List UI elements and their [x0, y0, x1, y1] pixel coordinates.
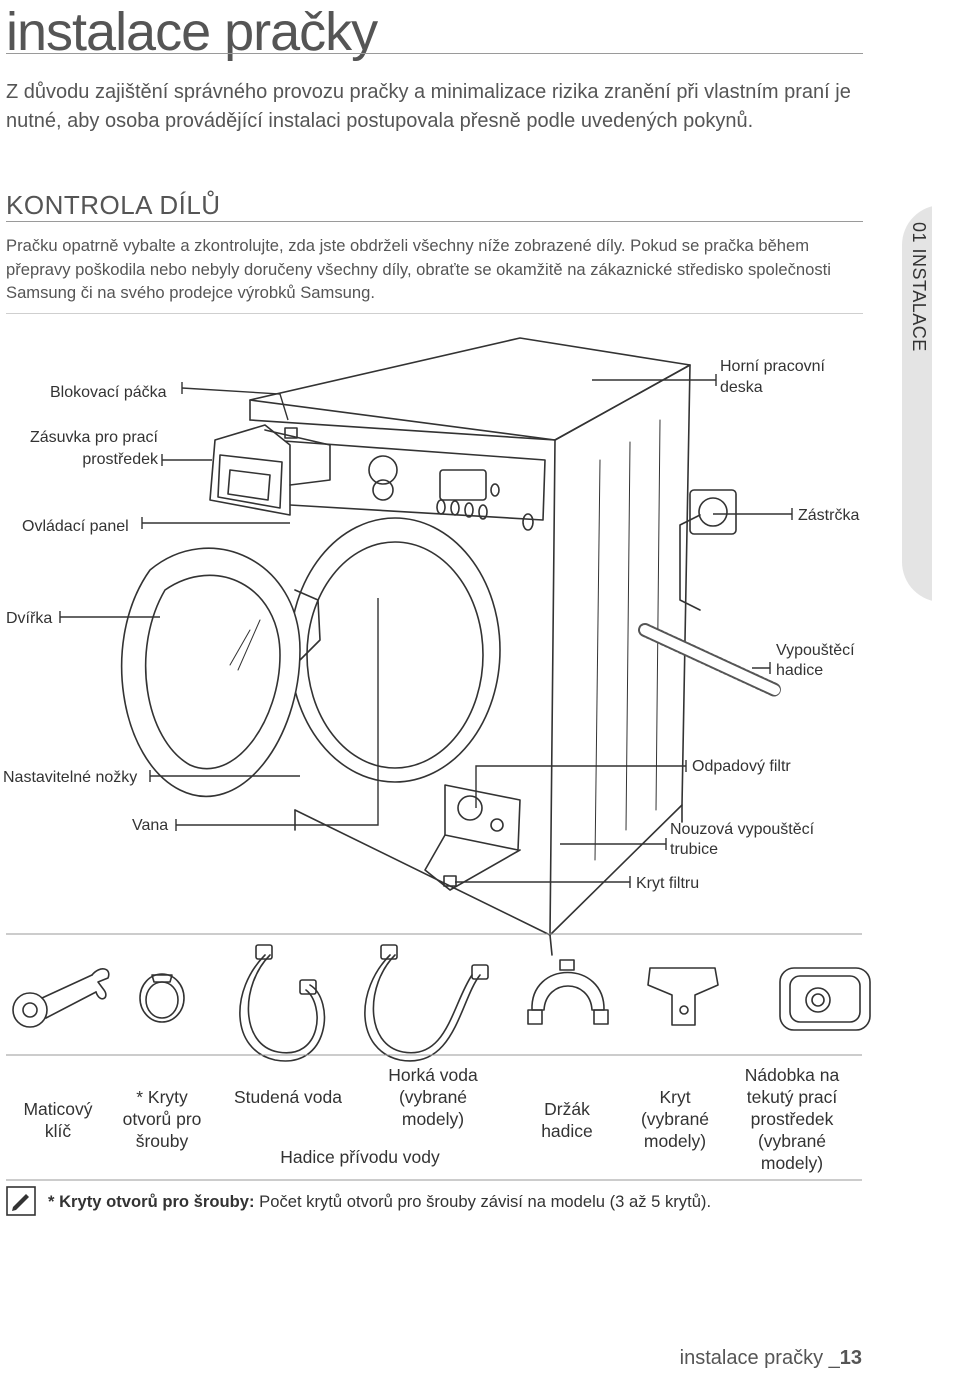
hose-holder-icon [527, 959, 609, 1025]
label-drzak-hadice: Držák hadice [541, 1099, 593, 1141]
callout-nouzova-line1: Nouzová vypouštěcí [670, 821, 815, 838]
label-kryt: Kryt (vybrané modely) [640, 1087, 710, 1151]
label-nadobka: Nádobka na tekutý prací prostředek (vybr… [744, 1065, 840, 1173]
label-studena-voda: Studená voda [233, 1087, 342, 1107]
callout-odpadovy-filtr: Odpadový filtr [692, 758, 791, 775]
label-kryty-otvoru: * Kryty otvorů pro šrouby [122, 1087, 202, 1151]
footer-text: instalace pračky _ [679, 1347, 840, 1369]
callout-kryt-filtru: Kryt filtru [636, 875, 700, 892]
note-body: Počet krytů otvorů pro šrouby závisí na … [254, 1192, 712, 1211]
label-horka-voda: Horká voda (vybrané modely) [388, 1065, 478, 1129]
page-number: 13 [839, 1347, 862, 1369]
callout-zastrcka: Zástrčka [798, 507, 860, 524]
callout-horni-line2: deska [720, 379, 763, 396]
title-rule [6, 53, 863, 54]
note-icon [6, 1186, 36, 1216]
callout-nozky: Nastavitelné nožky [3, 769, 138, 786]
section-heading: KONTROLA DÍLŮ [6, 190, 221, 220]
hot-hose-icon [364, 944, 489, 1062]
section-rule [6, 221, 863, 222]
chapter-tab-active [932, 205, 960, 602]
label-maticovy-klic: Maticový klíč [23, 1099, 93, 1141]
callout-zasuvka-line1: Zásuvka pro prací [29, 429, 158, 446]
screw-cap-icon [139, 973, 185, 1023]
section-text: Pračku opatrně vybalte a zkontrolujte, z… [6, 236, 831, 302]
callout-vypoust-line1: Vypouštěcí [776, 642, 855, 659]
page-footer: instalace pračky _13 [680, 1347, 862, 1370]
callout-horni-line1: Horní pracovní [720, 358, 825, 375]
callout-nouzova-line2: trubice [670, 841, 719, 858]
callout-dvirka: Dvířka [6, 610, 53, 627]
section-bottom-rule [6, 313, 863, 314]
callout-vana: Vana [132, 817, 169, 834]
detergent-container-icon [779, 967, 871, 1031]
cover-icon [647, 967, 719, 1026]
page-title: instalace pračky [6, 2, 378, 62]
spanner-icon [12, 968, 110, 1028]
callout-blokovaci-packa: Blokovací páčka [50, 384, 167, 401]
intro-text: Z důvodu zajištění správného provozu pra… [6, 81, 851, 132]
callout-zasuvka-line2: prostředek [82, 451, 158, 468]
cold-hose-icon [239, 944, 326, 1062]
note-text: * Kryty otvorů pro šrouby: Počet krytů o… [48, 1192, 711, 1212]
callout-vypoust-line2: hadice [776, 662, 824, 679]
callout-ovladaci-panel: Ovládací panel [22, 518, 129, 535]
note-bold: * Kryty otvorů pro šrouby: [48, 1192, 255, 1211]
label-hadice-privodu: Hadice přívodu vody [280, 1147, 440, 1167]
